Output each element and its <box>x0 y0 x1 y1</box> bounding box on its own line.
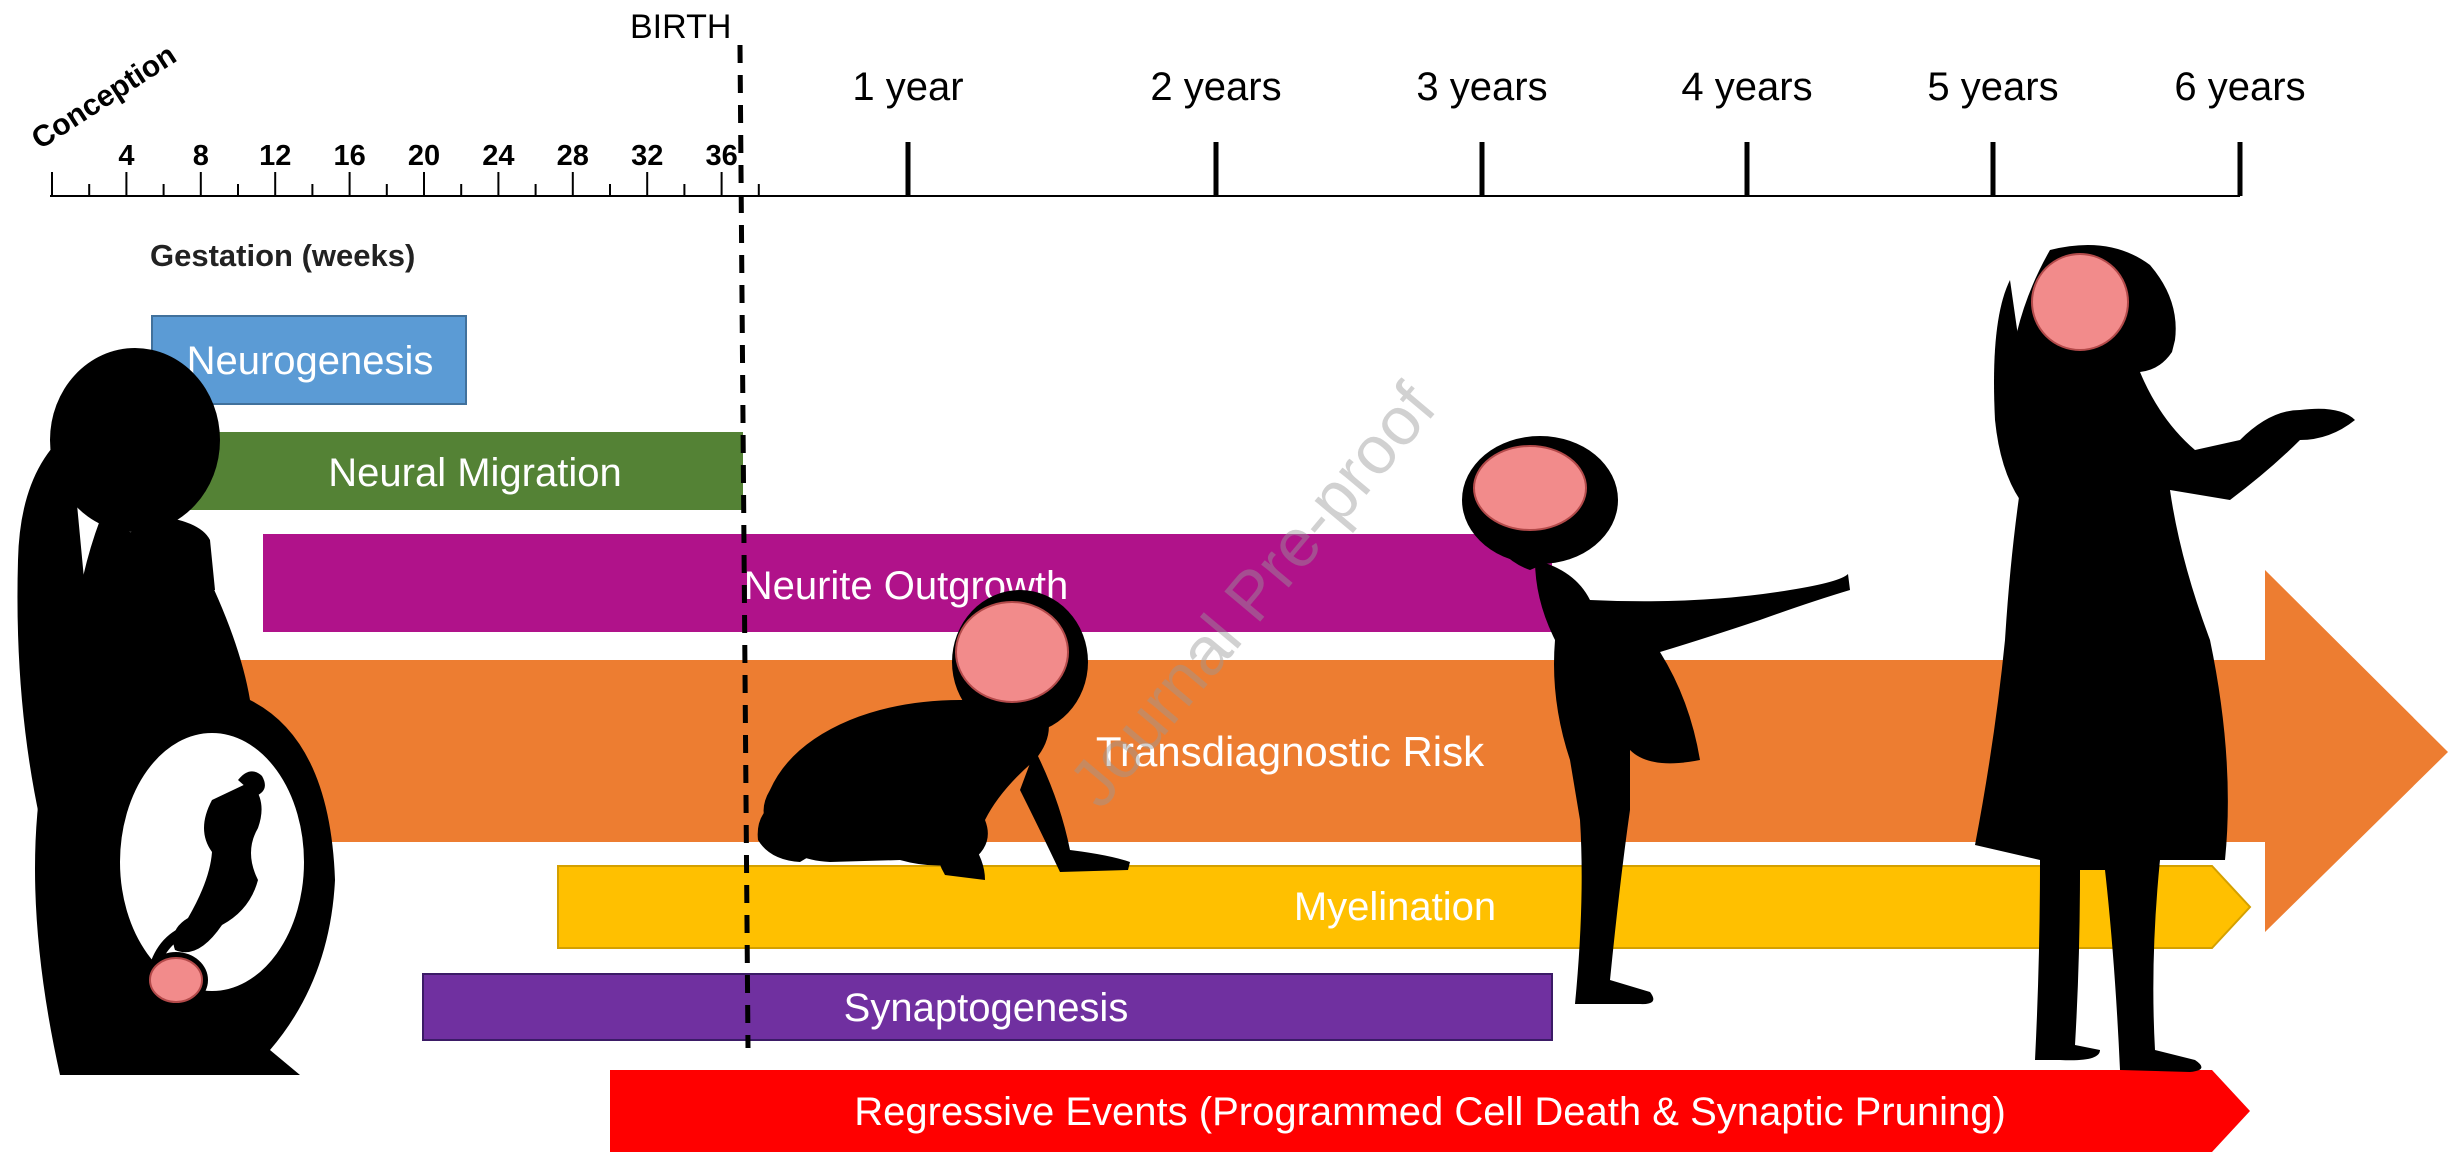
year-tick-label: 4 years <box>1681 65 1812 109</box>
gestation-tick-label: 28 <box>557 140 589 172</box>
neural-migration-label: Neural Migration <box>328 451 621 495</box>
year-tick-label: 2 years <box>1150 65 1281 109</box>
gestation-axis: 4 8 12 16 20 24 28 32 36 Conception Gestation (w… <box>26 38 759 273</box>
neurogenesis-label: Neurogenesis <box>187 339 434 383</box>
gestation-tick-label: 16 <box>333 140 365 172</box>
postnatal-axis: 1 year 2 years 3 years 4 years 5 years 6 year… <box>740 65 2306 196</box>
conception-label: Conception <box>26 38 182 156</box>
gestation-tick-label: 20 <box>408 140 440 172</box>
gestation-tick-label: 24 <box>482 140 514 172</box>
gestation-tick-label: 8 <box>193 140 209 172</box>
myelination-label: Myelination <box>1294 885 1496 929</box>
year-tick-label: 5 years <box>1927 65 2058 109</box>
gestation-tick-label: 32 <box>631 140 663 172</box>
year-tick-label: 6 years <box>2174 65 2305 109</box>
synaptogenesis-label: Synaptogenesis <box>844 986 1129 1030</box>
regressive-events-label: Regressive Events (Programmed Cell Death… <box>854 1090 2006 1134</box>
gestation-axis-label: Gestation (weeks) <box>150 238 415 273</box>
gestation-tick-label: 36 <box>705 140 737 172</box>
year-tick-label: 1 year <box>852 65 963 109</box>
birth-label: BIRTH <box>630 8 731 46</box>
year-tick-label: 3 years <box>1416 65 1547 109</box>
gestation-tick-label: 4 <box>118 140 134 172</box>
gestation-tick-label: 12 <box>259 140 291 172</box>
